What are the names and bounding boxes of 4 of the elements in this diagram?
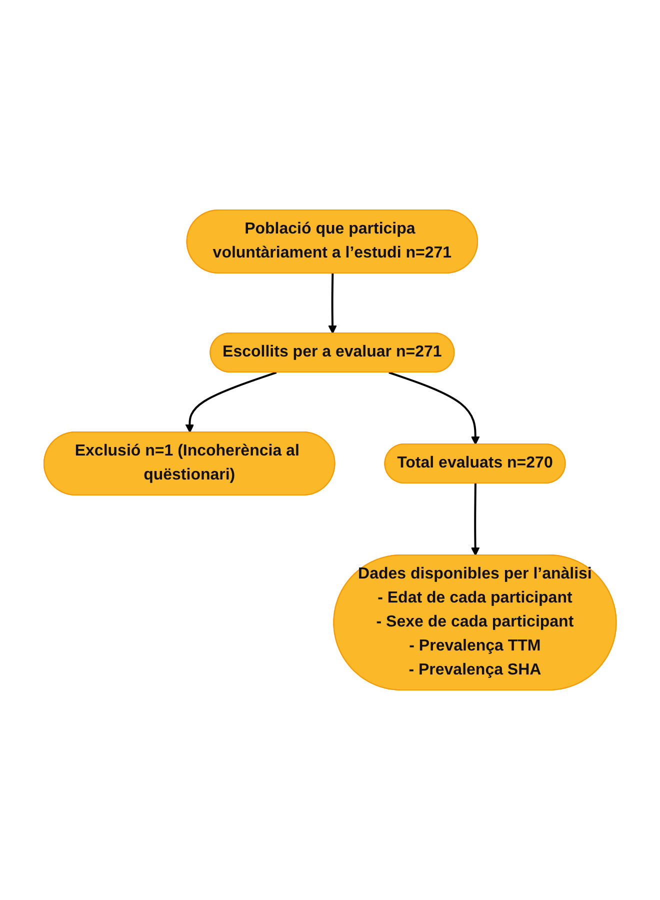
arrow bbox=[185, 372, 277, 433]
arrow bbox=[388, 372, 480, 445]
arrow bbox=[470, 483, 480, 556]
arrow bbox=[328, 273, 337, 334]
